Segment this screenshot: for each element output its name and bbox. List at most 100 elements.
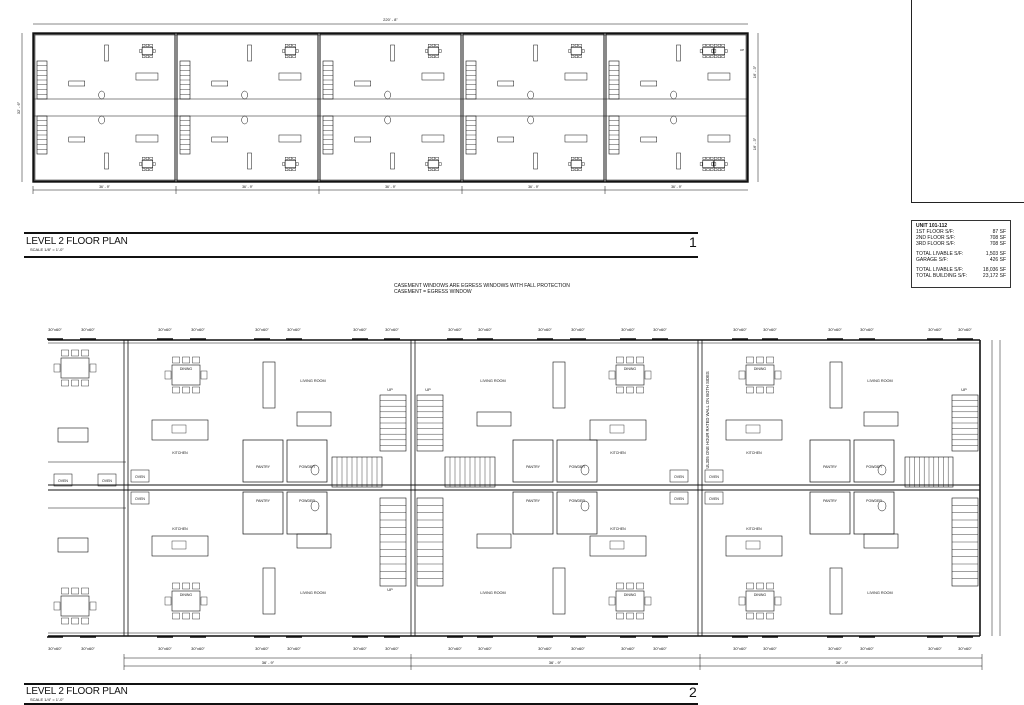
toilet-icon (877, 464, 887, 476)
chair-icon (192, 386, 200, 394)
chair-icon (713, 49, 717, 53)
powder-label: POWDER (299, 465, 315, 469)
window-tag: 30"x60" (448, 327, 462, 332)
chair-icon (89, 363, 97, 373)
chair-icon (142, 157, 146, 160)
pantry-label: PANTRY (526, 499, 541, 503)
chair-icon (616, 612, 624, 620)
chair-icon (61, 379, 69, 387)
chair-icon (295, 49, 299, 53)
counter-icon (564, 72, 588, 81)
schedule-row: 2ND FLOOR S/F:708 SF (916, 235, 1006, 241)
chair-icon (714, 44, 718, 47)
dining-label: DINING (754, 367, 767, 371)
kitchen-island (151, 535, 209, 557)
chair-icon (699, 162, 703, 166)
plan1-right-dim: 16' - 3" (752, 137, 757, 150)
pantry-label: PANTRY (823, 499, 838, 503)
chair-icon (435, 157, 439, 160)
tv-icon (262, 567, 276, 615)
chair-icon (292, 157, 296, 160)
oven-label: OVEN (58, 479, 68, 483)
pantry-label: PANTRY (823, 465, 838, 469)
chair-icon (425, 162, 428, 166)
chair-icon (717, 55, 721, 58)
chair-icon (152, 162, 156, 166)
chair-icon (717, 168, 721, 171)
schedule-label: 1ST FLOOR S/F: (916, 229, 955, 235)
window-tag: 30"x60" (191, 646, 205, 651)
pantry-label: PANTRY (256, 465, 271, 469)
dining-table-icon (171, 364, 201, 386)
schedule-header: UNIT 101-112 (916, 223, 948, 229)
party-wall (410, 339, 416, 637)
sofa-icon (497, 136, 514, 143)
chair-icon (738, 596, 746, 606)
chair-icon (71, 587, 79, 595)
chair-icon (699, 49, 703, 53)
toilet-icon (241, 90, 248, 100)
chair-icon (756, 582, 764, 590)
kitchen-label: KITCHEN (172, 527, 188, 531)
oven-label: OVEN (709, 497, 719, 501)
chair-icon (81, 349, 89, 357)
toilet-icon (580, 500, 590, 512)
plan1-unit-dim: 36' - 9" (671, 185, 683, 189)
pantry-room (809, 439, 851, 483)
sofa-icon (68, 136, 85, 143)
chair-icon (435, 168, 439, 171)
powder-room (286, 439, 328, 483)
dining-table-icon (284, 46, 296, 56)
chair-icon (706, 168, 710, 171)
chair-icon (616, 582, 624, 590)
kitchen-island (725, 535, 783, 557)
chair-icon (721, 55, 725, 58)
window-tag: 30"x60" (478, 646, 492, 651)
pantry-room (242, 439, 284, 483)
plan2-unit-dim: 36' - 9" (836, 660, 849, 665)
chair-icon (61, 349, 69, 357)
toilet-icon (527, 115, 534, 125)
window-tag: 30"x60" (653, 327, 667, 332)
living-room-label: LIVING ROOM (867, 591, 892, 595)
window-tag: 30"x60" (763, 646, 777, 651)
chair-icon (636, 356, 644, 364)
up-label: UP (740, 48, 744, 52)
window-tag: 30"x60" (860, 327, 874, 332)
chair-icon (425, 49, 428, 53)
chair-icon (431, 168, 435, 171)
toilet-icon (670, 115, 677, 125)
living-room-label: LIVING ROOM (480, 591, 505, 595)
window-tag: 30"x60" (828, 327, 842, 332)
dining-table-icon (141, 159, 153, 169)
toilet-icon (241, 115, 248, 125)
chair-icon (145, 55, 149, 58)
kitchen-label: KITCHEN (610, 451, 626, 455)
counter-icon (135, 72, 159, 81)
plan1-right-dim: 16' - 3" (752, 65, 757, 78)
chair-icon (435, 55, 439, 58)
window-tag: 30"x60" (538, 646, 552, 651)
sofa-icon (476, 411, 512, 427)
chair-icon (145, 168, 149, 171)
counter-icon (421, 134, 445, 143)
plan1-unit (319, 33, 462, 182)
toilet-icon (310, 464, 320, 476)
chair-icon (766, 386, 774, 394)
chair-icon (721, 157, 725, 160)
dining-table-icon (570, 159, 582, 169)
sofa-icon (296, 533, 332, 549)
window-tag: 30"x60" (385, 327, 399, 332)
chair-icon (702, 55, 706, 58)
toilet-icon (670, 90, 677, 100)
chair-icon (428, 55, 432, 58)
chair-icon (192, 582, 200, 590)
counter-icon (421, 72, 445, 81)
chair-icon (435, 44, 439, 47)
chair-icon (172, 612, 180, 620)
chair-icon (713, 162, 717, 166)
plan1-title: LEVEL 2 FLOOR PLAN (26, 236, 128, 247)
window-tag: 30"x60" (385, 646, 399, 651)
plan1-overall-depth: 32' - 6" (16, 101, 21, 114)
toilet-icon (384, 90, 391, 100)
